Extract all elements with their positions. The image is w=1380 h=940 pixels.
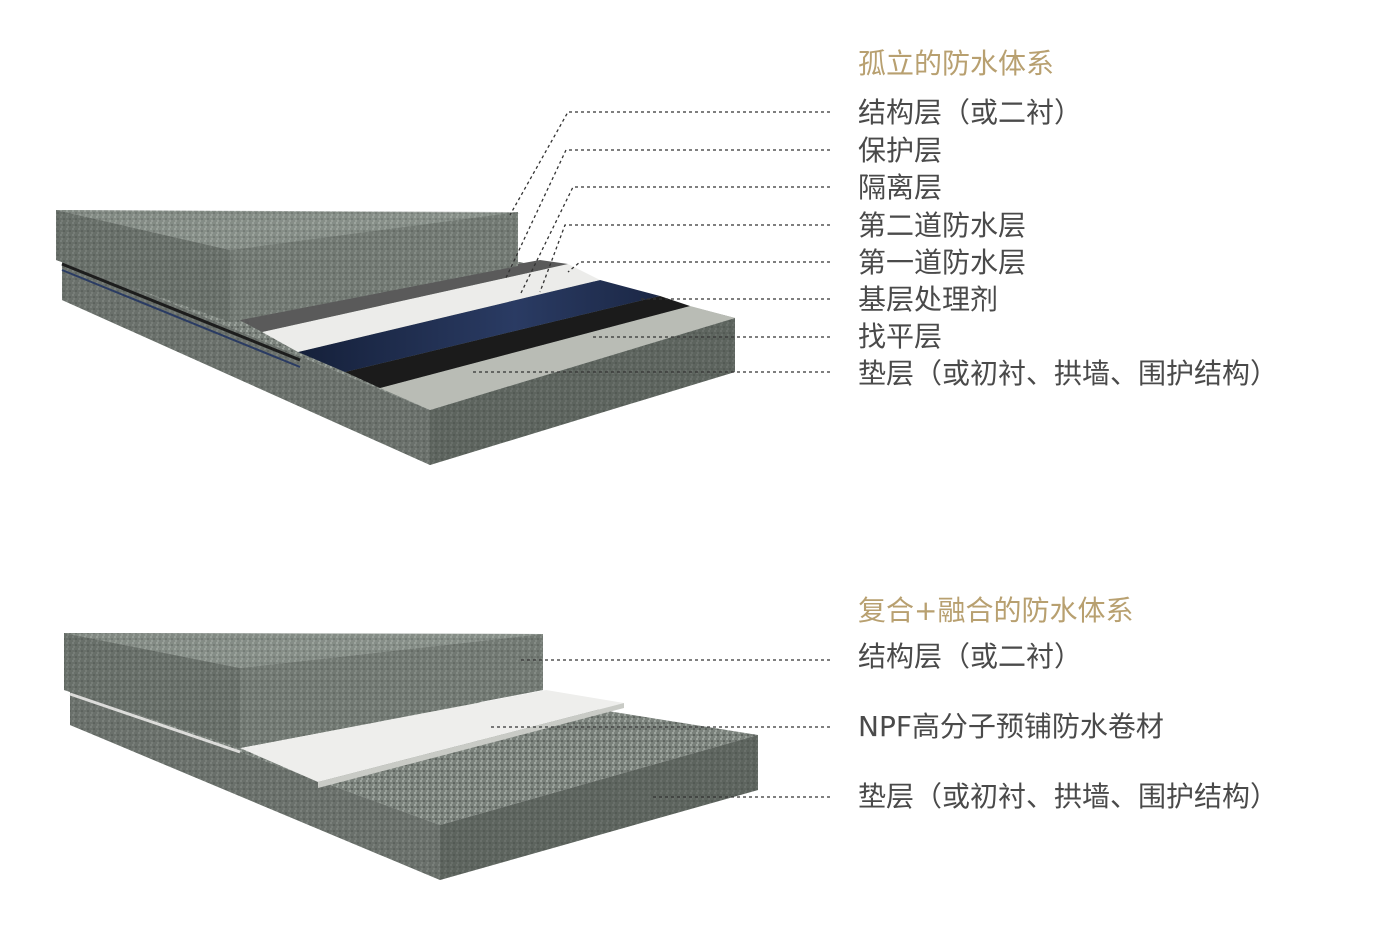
d1-label-waterproof-2: 第二道防水层 bbox=[858, 209, 1027, 242]
d1-waterproof-layer-2 bbox=[262, 264, 600, 352]
d2-label-cushion: 垫层（或初衬、拱墙、围护结构） bbox=[858, 780, 1279, 813]
diagram2-slab bbox=[64, 633, 758, 880]
d1-label-leveling: 找平层 bbox=[858, 320, 943, 353]
d1-label-structure: 结构层（或二衬） bbox=[858, 96, 1083, 129]
diagram1-leader-lines bbox=[470, 111, 830, 373]
d1-label-waterproof-1: 第一道防水层 bbox=[858, 246, 1027, 279]
d1-label-isolation: 隔离层 bbox=[858, 171, 943, 204]
d1-waterproof-layer-1 bbox=[298, 280, 660, 372]
diagram2-leader-lines bbox=[488, 659, 830, 798]
d1-isolation-layer bbox=[232, 260, 568, 332]
d2-npf-membrane bbox=[240, 690, 624, 782]
diagram2-title: 复合+融合的防水体系 bbox=[858, 594, 1134, 627]
d2-label-npf-membrane: NPF高分子预铺防水卷材 bbox=[858, 710, 1164, 743]
d1-label-protection: 保护层 bbox=[858, 134, 943, 167]
d1-primer-layer bbox=[345, 296, 690, 388]
d1-leveling-layer bbox=[380, 306, 735, 410]
diagram1-slab bbox=[56, 210, 735, 465]
d2-label-structure: 结构层（或二衬） bbox=[858, 640, 1083, 673]
diagram1-title: 孤立的防水体系 bbox=[858, 47, 1055, 80]
d1-label-primer: 基层处理剂 bbox=[858, 283, 999, 316]
d1-label-cushion: 垫层（或初衬、拱墙、围护结构） bbox=[858, 357, 1279, 390]
